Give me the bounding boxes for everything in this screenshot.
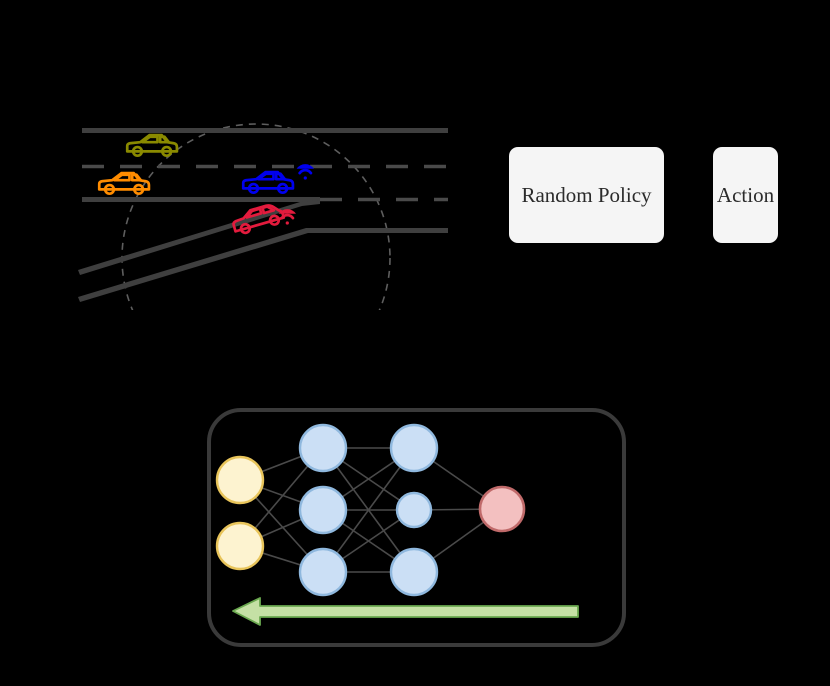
random-policy-box[interactable]: Random Policy (509, 147, 664, 243)
output-node (478, 485, 526, 533)
ramp-edge-upper (78, 200, 320, 275)
wifi-signal-icon (278, 209, 296, 225)
hidden-layer-2-nodes (389, 423, 439, 597)
input-layer-nodes (215, 455, 265, 571)
hidden-node (395, 491, 433, 529)
backprop-arrow-icon (232, 597, 579, 626)
hidden-node (298, 485, 348, 535)
hidden-node (298, 547, 348, 597)
vehicle-blue-car (241, 170, 295, 195)
wifi-signal-icon (296, 164, 314, 180)
input-node (215, 521, 265, 571)
hidden-node (389, 547, 439, 597)
ramp-edge-lower (78, 228, 448, 302)
road-edge-top (82, 128, 448, 133)
vehicle-orange-car (97, 171, 151, 196)
hidden-layer-1-nodes (298, 423, 348, 597)
input-node (215, 455, 265, 505)
vehicle-olive-car (125, 133, 179, 158)
output-layer-nodes (478, 485, 526, 533)
hidden-node (298, 423, 348, 473)
action-label: Action (716, 182, 775, 207)
road-edge-middle-left (82, 197, 320, 202)
action-box[interactable]: Action (713, 147, 778, 243)
random-policy-label: Random Policy (521, 182, 652, 207)
hidden-node (389, 423, 439, 473)
